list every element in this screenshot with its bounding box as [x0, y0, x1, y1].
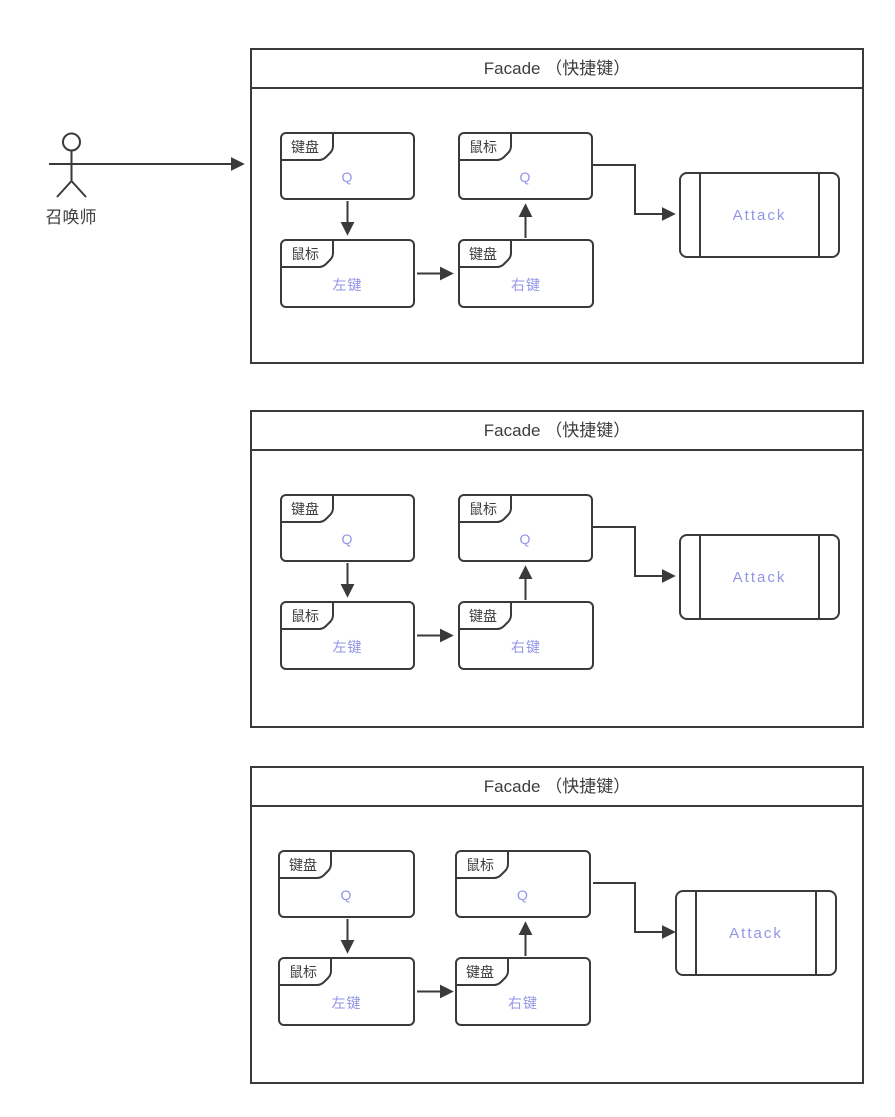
node-tab-label: 键盘 [469, 608, 497, 624]
node-keyboard-q: 键盘 Q [278, 850, 415, 918]
node-tab-label: 鼠标 [469, 501, 497, 517]
node-mouse-q: 鼠标 Q [458, 132, 593, 200]
node-keyboard-q: 键盘 Q [280, 494, 415, 562]
actor-label: 召唤师 [45, 208, 97, 227]
node-value: Q [519, 169, 532, 185]
node-value: Q [341, 169, 354, 185]
node-tab-label: 键盘 [291, 501, 319, 517]
tab-shape-icon [279, 851, 332, 879]
attack-right-divider [818, 536, 820, 618]
node-tab-label: 键盘 [291, 139, 319, 155]
facade-panel-1: Facade （快捷键） 键盘 Q 鼠标 Q 鼠标 左键 键盘 右键 [250, 48, 864, 364]
node-value: Q [341, 531, 354, 547]
arrow-mouseq-to-attack [593, 526, 676, 583]
arrow-mouseq-to-attack [593, 882, 676, 939]
actor-icon [49, 132, 94, 198]
tab-shape-icon [459, 602, 512, 630]
node-tab-label: 鼠标 [469, 139, 497, 155]
arrow-mouseq-to-attack [593, 164, 676, 221]
attack-right-divider [818, 174, 820, 256]
node-tab-label: 键盘 [289, 857, 317, 873]
node-mouse-q: 鼠标 Q [455, 850, 591, 918]
attack-label: Attack [732, 206, 787, 224]
node-tab-label: 鼠标 [291, 246, 319, 262]
node-value: Q [517, 887, 529, 903]
node-value: 右键 [511, 638, 541, 655]
tab-shape-icon [459, 240, 512, 268]
tab-shape-icon [459, 495, 512, 523]
attack-left-divider [699, 174, 701, 256]
node-keyboard-right: 键盘 右键 [458, 601, 594, 670]
node-tab-label: 鼠标 [466, 857, 494, 873]
node-keyboard-q: 键盘 Q [280, 132, 415, 200]
attack-label: Attack [729, 924, 783, 942]
node-value: Q [519, 531, 532, 547]
attack-label: Attack [732, 568, 787, 586]
panel-title: Facade （快捷键） [252, 412, 862, 451]
attack-left-divider [699, 536, 701, 618]
panel-title: Facade （快捷键） [252, 50, 862, 89]
node-tab-label: 键盘 [466, 964, 494, 980]
tab-shape-icon [281, 602, 334, 630]
panel-title: Facade （快捷键） [252, 768, 862, 807]
facade-panel-2: Facade （快捷键） 键盘 Q 鼠标 Q 鼠标 左键 键盘 右键 [250, 410, 864, 728]
node-mouse-q: 鼠标 Q [458, 494, 593, 562]
tab-shape-icon [279, 958, 332, 986]
node-mouse-left: 鼠标 左键 [278, 957, 415, 1026]
node-value: Q [340, 887, 353, 903]
node-value: 左键 [331, 994, 362, 1011]
node-keyboard-right: 键盘 右键 [455, 957, 591, 1026]
node-attack: Attack [679, 172, 840, 258]
node-tab-label: 鼠标 [289, 964, 317, 980]
tab-shape-icon [281, 495, 334, 523]
node-attack: Attack [675, 890, 837, 976]
node-mouse-left: 鼠标 左键 [280, 601, 415, 670]
tab-shape-icon [456, 851, 509, 879]
tab-shape-icon [456, 958, 509, 986]
node-value: 左键 [332, 276, 363, 293]
node-tab-label: 鼠标 [291, 608, 319, 624]
tab-shape-icon [281, 240, 334, 268]
attack-right-divider [815, 892, 817, 974]
node-keyboard-right: 键盘 右键 [458, 239, 594, 308]
tab-shape-icon [281, 133, 334, 161]
tab-shape-icon [459, 133, 512, 161]
node-value: 右键 [508, 994, 538, 1011]
node-value: 左键 [332, 638, 363, 655]
node-attack: Attack [679, 534, 840, 620]
facade-panel-3: Facade （快捷键） 键盘 Q 鼠标 Q 鼠标 左键 键盘 右键 [250, 766, 864, 1084]
attack-left-divider [695, 892, 697, 974]
node-tab-label: 键盘 [469, 246, 497, 262]
node-mouse-left: 鼠标 左键 [280, 239, 415, 308]
node-value: 右键 [511, 276, 541, 293]
